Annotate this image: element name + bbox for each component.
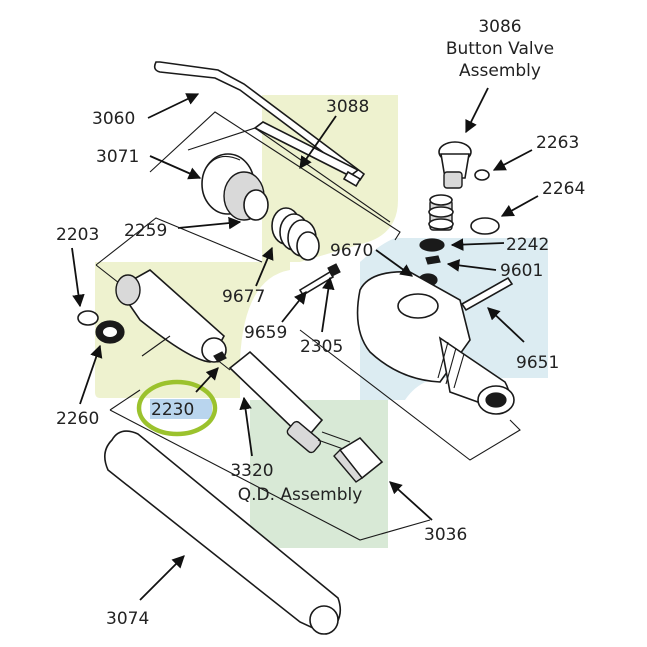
label-3086-line1: 3086 (478, 17, 521, 37)
oring-2263 (474, 169, 490, 181)
cartridge-3071 (201, 153, 269, 221)
label-3060: 3060 (92, 109, 135, 129)
label-2260: 2260 (56, 409, 99, 429)
frame-right (299, 329, 521, 461)
leader-9651 (487, 307, 525, 343)
label-3088: 3088 (326, 97, 369, 117)
leader-9659 (281, 291, 307, 323)
clip-2305 (327, 263, 341, 277)
leader-2260 (79, 344, 103, 405)
rod-3088 (253, 121, 362, 188)
leader-2242 (450, 238, 505, 251)
spring-2259 (271, 207, 320, 261)
label-3320-line1: 3320 (230, 461, 273, 481)
label-3074: 3074 (106, 609, 149, 629)
label-3071: 3071 (96, 147, 139, 167)
label-2263: 2263 (536, 133, 579, 153)
leader-9670 (375, 249, 414, 277)
leader-9601 (446, 259, 497, 272)
leader-2203 (71, 247, 85, 308)
leader-2264 (500, 195, 539, 217)
label-9670: 9670 (330, 241, 373, 261)
label-2242: 2242 (506, 235, 549, 255)
leader-9677 (255, 246, 274, 287)
label-9651: 9651 (516, 353, 559, 373)
highlight-ring-2230 (136, 379, 218, 437)
label-2264: 2264 (542, 179, 585, 199)
tube-3060 (153, 61, 366, 182)
leader-3071 (149, 155, 202, 180)
label-3320-line2: Q.D. Assembly (238, 485, 363, 505)
leader-lines (71, 87, 539, 601)
label-9601: 9601 (500, 261, 543, 281)
label-2203: 2203 (56, 225, 99, 245)
frame-bottom (109, 389, 431, 541)
swivel-connector (115, 269, 227, 363)
leader-2230 (195, 367, 219, 393)
leader-3086 (465, 87, 489, 134)
label-2259: 2259 (124, 221, 167, 241)
label-2230: 2230 (151, 400, 194, 420)
frame-top (149, 111, 401, 241)
label-3036: 3036 (424, 525, 467, 545)
leader-3060 (147, 93, 200, 119)
ring-2242 (419, 238, 445, 252)
leader-2263 (492, 149, 533, 171)
button-valve-3086 (438, 141, 472, 189)
leader-2259 (177, 216, 242, 230)
oring-2203 (77, 310, 99, 326)
highlight-box-2230 (150, 399, 212, 419)
label-3086-line2: Button Valve (446, 39, 554, 59)
label-3086-line3: Assembly (459, 61, 541, 81)
leader-3320 (239, 396, 253, 457)
clip-9601 (425, 255, 441, 265)
label-9659: 9659 (244, 323, 287, 343)
qd-assembly-3320 (228, 350, 351, 454)
connector-3036 (333, 436, 384, 483)
oring-2264 (470, 217, 500, 235)
handpiece-body (356, 271, 515, 415)
clip-2230 (213, 351, 227, 363)
pin-9651 (460, 276, 514, 312)
part-labels: 3086 Button Valve Assembly 3060 3088 226… (56, 17, 585, 629)
zone-green-bottom (250, 400, 388, 548)
valve-stem (428, 194, 454, 231)
leader-3074 (139, 555, 185, 601)
label-9677: 9677 (222, 287, 265, 307)
leader-3036 (389, 481, 433, 521)
leader-2305 (321, 276, 335, 333)
leader-3088 (299, 115, 337, 170)
label-2305: 2305 (300, 337, 343, 357)
